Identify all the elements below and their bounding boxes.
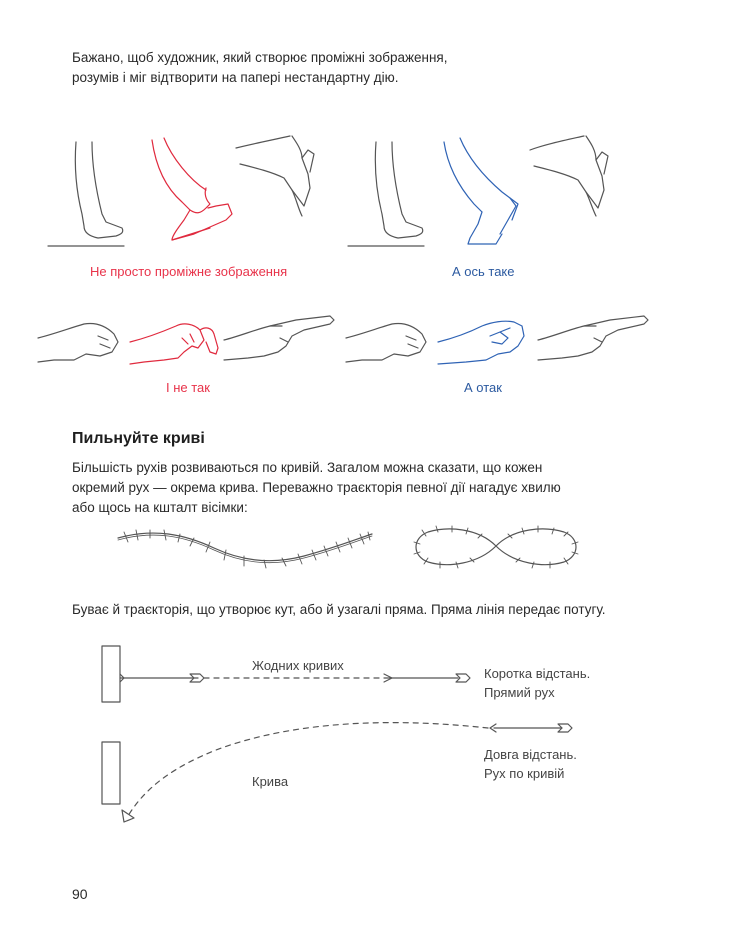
- label-long-line-1: Довга відстань.: [484, 747, 577, 762]
- section-heading: Пильнуйте криві: [72, 430, 205, 447]
- caption-hands-wrong: І не так: [166, 380, 210, 395]
- caption-feet-right: А ось таке: [452, 264, 515, 279]
- figure-eight-illustration: [413, 525, 579, 569]
- intro-line-2: розумів і міг відтворити на папері неста…: [72, 70, 399, 85]
- trajectory-diagram: [101, 645, 573, 823]
- section-line-3: або щось на кшталт вісімки:: [72, 500, 248, 515]
- label-short-line-1: Коротка відстань.: [484, 666, 591, 681]
- caption-hands-right: А отак: [464, 380, 502, 395]
- intro-paragraph: Бажано, щоб художник, який створює промі…: [72, 48, 672, 88]
- section-line-1: Більшість рухів розвиваються по кривій. …: [72, 460, 543, 475]
- target-block-top: [101, 645, 121, 703]
- section-paragraph: Більшість рухів розвиваються по кривій. …: [72, 458, 672, 518]
- feet-illustration-wrong: [47, 135, 315, 247]
- label-curve: Крива: [252, 774, 289, 789]
- target-block-bottom: [101, 741, 121, 805]
- intro-line-1: Бажано, щоб художник, який створює промі…: [72, 50, 448, 65]
- label-short-distance: Коротка відстань. Прямий рух: [484, 664, 590, 702]
- feet-illustration-right: [347, 135, 609, 247]
- section-line-2: окремий рух — окрема крива. Переважно тр…: [72, 480, 561, 495]
- section-paragraph-2: Буває й траєкторія, що утворює кут, або …: [72, 602, 606, 617]
- hands-illustration-wrong: [37, 315, 335, 365]
- label-long-line-2: Рух по кривій: [484, 766, 565, 781]
- wave-curve-illustration: [117, 529, 373, 569]
- label-no-curves: Жодних кривих: [252, 658, 344, 673]
- caption-feet-wrong: Не просто проміжне зображення: [90, 264, 288, 279]
- page-number: 90: [72, 886, 88, 902]
- label-long-distance: Довга відстань. Рух по кривій: [484, 745, 577, 783]
- hands-illustration-right: [345, 315, 649, 365]
- label-short-line-2: Прямий рух: [484, 685, 555, 700]
